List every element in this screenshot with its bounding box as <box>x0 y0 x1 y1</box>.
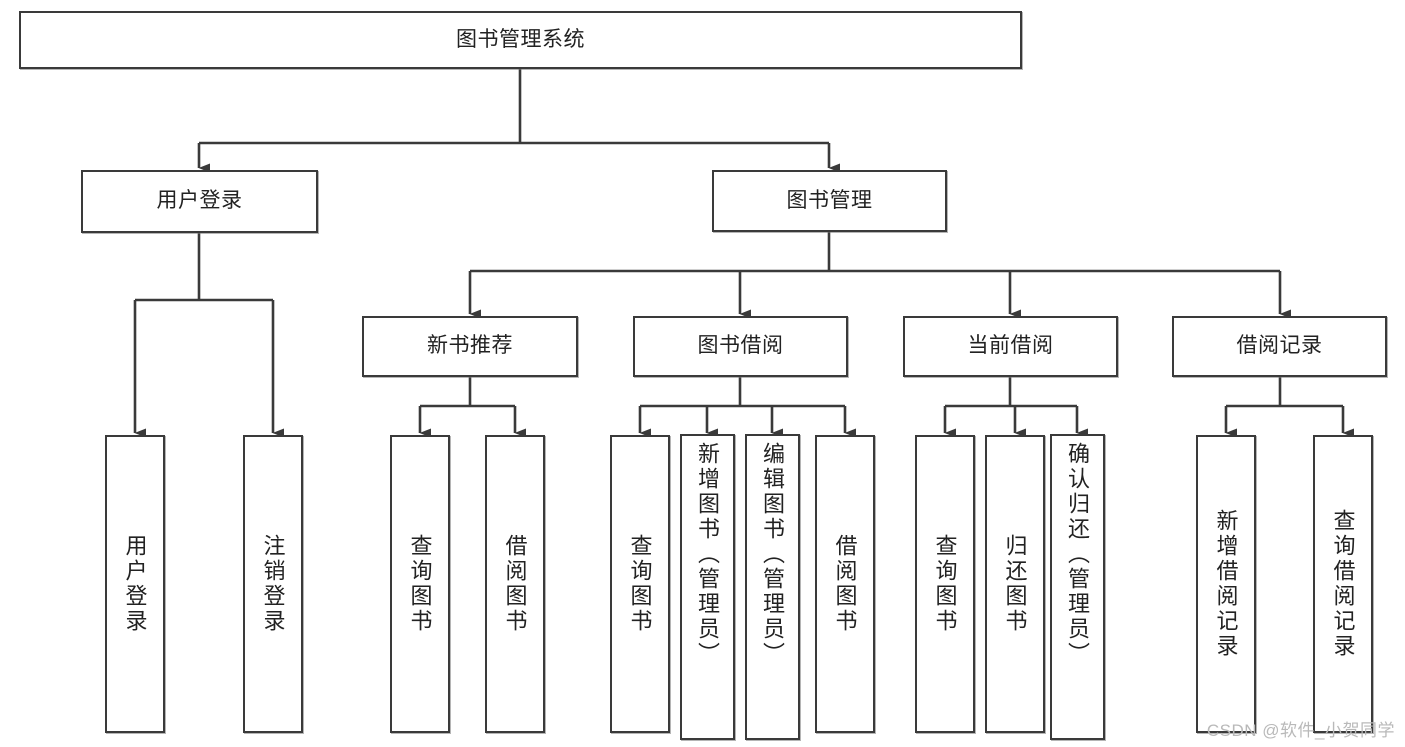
node-leaf-edit-book-admin[interactable]: 编辑图书（管理员） <box>745 434 800 740</box>
node-leaf-query-borrow-record[interactable]: 查询借阅记录 <box>1313 435 1373 733</box>
node-user-login[interactable]: 用户登录 <box>81 170 318 233</box>
node-label: 查询图书 <box>932 534 958 634</box>
node-book-management-system[interactable]: 图书管理系统 <box>19 11 1022 69</box>
node-label: 图书借阅 <box>697 334 784 358</box>
node-leaf-add-book-admin[interactable]: 新增图书（管理员） <box>680 434 735 740</box>
connector-lines <box>133 69 1354 438</box>
node-label: 借阅图书 <box>832 534 858 634</box>
node-label: 新增图书（管理员） <box>695 442 721 667</box>
node-new-book-recommend[interactable]: 新书推荐 <box>362 316 578 377</box>
node-current-borrow[interactable]: 当前借阅 <box>903 316 1118 377</box>
node-label: 用户登录 <box>122 534 148 634</box>
node-label: 借阅记录 <box>1236 334 1323 358</box>
node-leaf-query-book-recommend[interactable]: 查询图书 <box>390 435 450 733</box>
node-label: 图书管理 <box>786 188 873 212</box>
node-leaf-confirm-return-admin[interactable]: 确认归还（管理员） <box>1050 434 1105 740</box>
node-label: 查询图书 <box>407 534 433 634</box>
node-label: 查询借阅记录 <box>1330 509 1356 659</box>
node-leaf-return-book[interactable]: 归还图书 <box>985 435 1045 733</box>
node-leaf-user-login[interactable]: 用户登录 <box>105 435 165 733</box>
node-leaf-query-book-current[interactable]: 查询图书 <box>915 435 975 733</box>
node-book-management[interactable]: 图书管理 <box>712 170 947 232</box>
node-label: 确认归还（管理员） <box>1065 442 1091 667</box>
node-label: 用户登录 <box>156 189 243 213</box>
node-label: 新增借阅记录 <box>1213 509 1239 659</box>
node-label: 查询图书 <box>627 534 653 634</box>
node-leaf-logout-login[interactable]: 注销登录 <box>243 435 303 733</box>
watermark-text: CSDN @软件_小贺同学 <box>1206 721 1395 740</box>
node-label: 新书推荐 <box>427 334 513 358</box>
node-leaf-borrow-book[interactable]: 借阅图书 <box>815 435 875 733</box>
node-book-borrow[interactable]: 图书借阅 <box>633 316 848 377</box>
node-label: 当前借阅 <box>967 334 1054 358</box>
node-leaf-borrow-book-recommend[interactable]: 借阅图书 <box>485 435 545 733</box>
node-label: 注销登录 <box>260 534 286 634</box>
node-leaf-add-borrow-record[interactable]: 新增借阅记录 <box>1196 435 1256 733</box>
node-leaf-query-book-borrow[interactable]: 查询图书 <box>610 435 670 733</box>
node-label: 编辑图书（管理员） <box>760 442 786 667</box>
node-label: 借阅图书 <box>502 534 528 634</box>
node-label: 归还图书 <box>1002 534 1028 634</box>
node-label: 图书管理系统 <box>456 27 585 51</box>
node-borrow-record[interactable]: 借阅记录 <box>1172 316 1387 377</box>
